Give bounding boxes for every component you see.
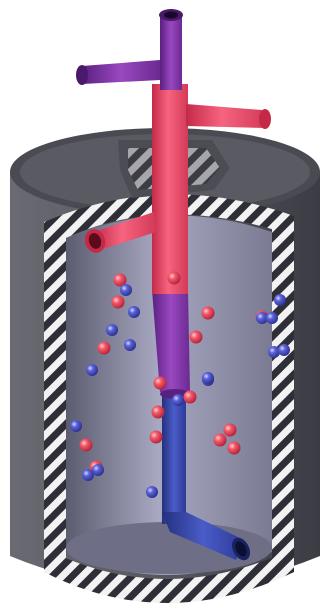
hot-tube-right-branch [186, 104, 266, 128]
blue-particle [82, 469, 94, 481]
blue-particle [268, 346, 280, 358]
blue-particle [202, 372, 214, 384]
red-particle [112, 296, 125, 309]
hot-tube-right-end [259, 109, 271, 129]
blue-particle [124, 339, 136, 351]
red-particle [168, 272, 181, 285]
red-particle [98, 342, 111, 355]
inlet-tube-left-branch [82, 60, 160, 84]
blue-particle [266, 312, 278, 324]
red-particle [214, 434, 227, 447]
inlet-tube [76, 9, 183, 90]
red-particle [202, 307, 215, 320]
cold-tube-vertical [162, 396, 186, 524]
inlet-tube-left-end [76, 65, 88, 85]
blue-particle [172, 394, 184, 406]
blue-particle [70, 420, 82, 432]
red-particle [224, 424, 237, 437]
red-particle [80, 439, 93, 452]
red-particle [154, 377, 167, 390]
insulation-left-wall [44, 222, 66, 580]
red-particle [150, 431, 163, 444]
inlet-tube-vertical [160, 14, 182, 90]
blue-particle [146, 486, 158, 498]
red-particle [190, 331, 203, 344]
blue-particle [274, 294, 286, 306]
blue-particle [106, 324, 118, 336]
inlet-tube-top-opening [164, 12, 178, 19]
blue-particle [86, 364, 98, 376]
hot-tube-main [152, 84, 188, 294]
red-particle [152, 406, 165, 419]
red-particle [184, 391, 197, 404]
red-particle [228, 442, 241, 455]
insulation-right-wall [272, 216, 294, 580]
blue-particle [278, 344, 290, 356]
blue-particle [120, 284, 132, 296]
blue-particle [128, 306, 140, 318]
